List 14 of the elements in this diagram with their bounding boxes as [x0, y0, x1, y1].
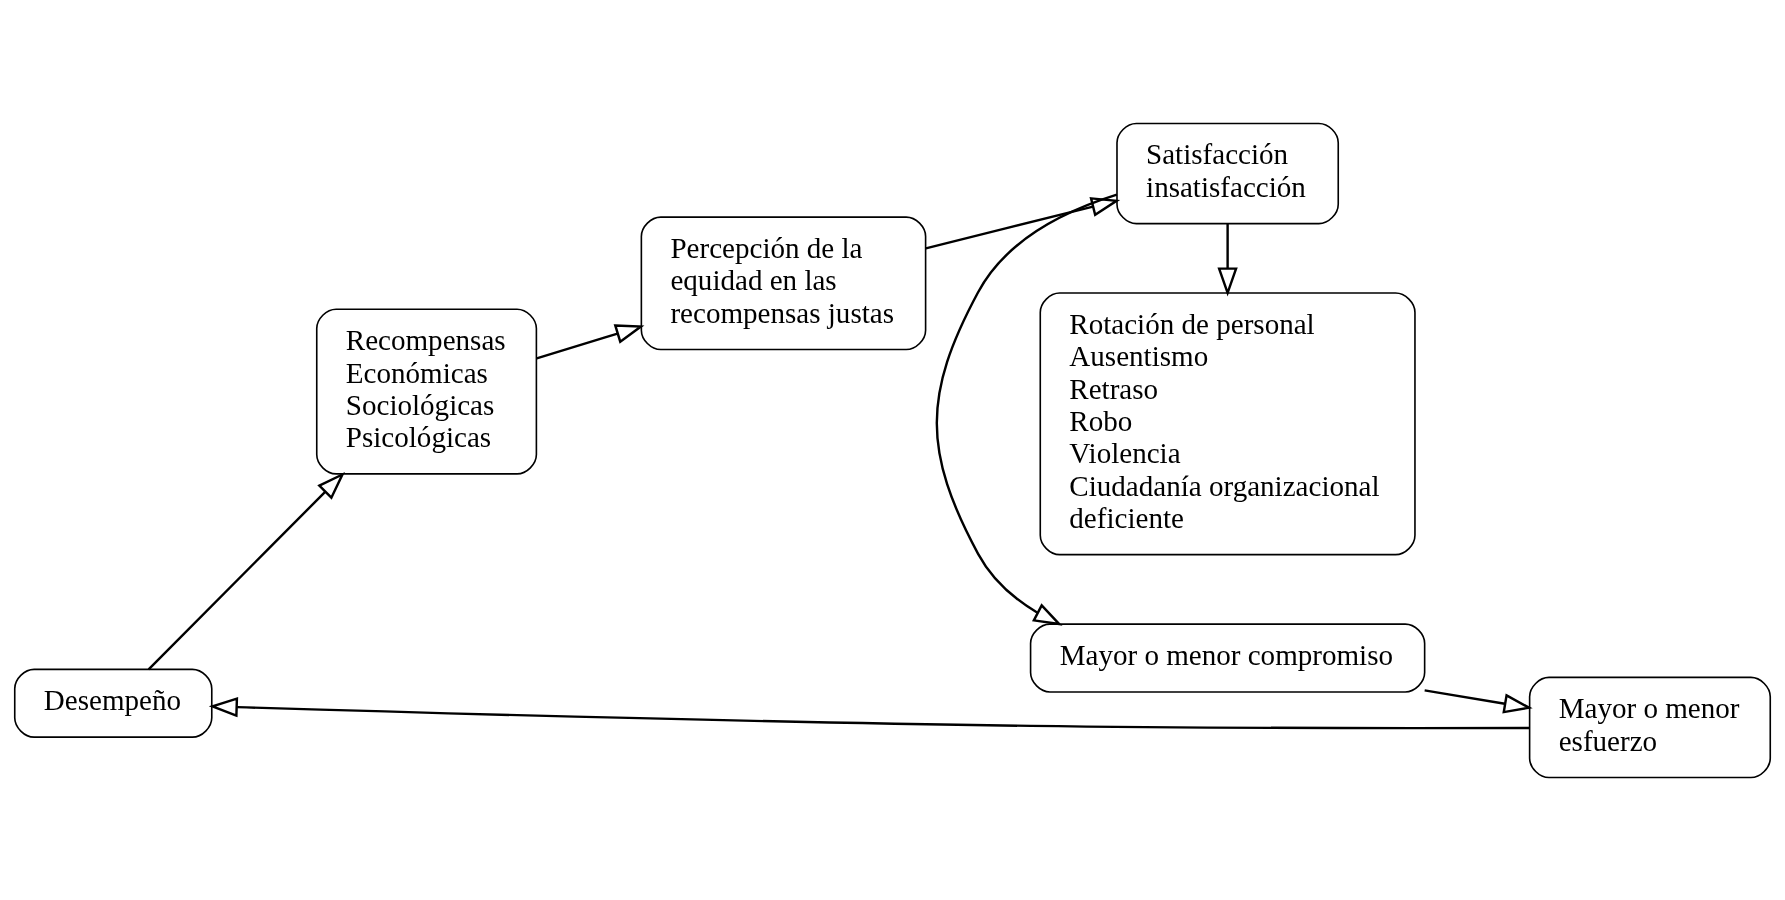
arrow	[1424, 688, 1533, 714]
node-box: Rotación de personal Ausentismo Retraso Robo Violencia Ciudadanía organizacional deficiente	[1039, 291, 1416, 555]
arrow	[536, 323, 645, 359]
node-box: Recompensas Económicas Sociológicas Psicológicas	[315, 307, 538, 475]
node-box: Percepción de la equidad en las recompensas justas	[640, 215, 927, 350]
arrow	[208, 696, 1530, 729]
arrow	[147, 471, 345, 670]
arrow	[935, 193, 1118, 626]
arrow	[925, 196, 1121, 249]
node-box: Desempeño	[13, 668, 213, 738]
arrow	[1217, 223, 1238, 296]
node-box: Satisfacción insatisfacción	[1116, 122, 1340, 224]
node-box: Mayor o menor esfuerzo	[1528, 676, 1772, 778]
node-box: Mayor o menor compromiso	[1029, 622, 1426, 693]
